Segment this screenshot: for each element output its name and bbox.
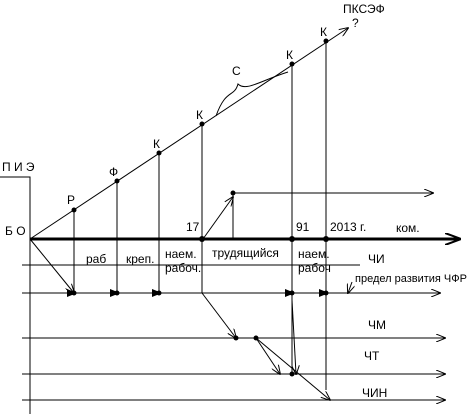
point-label-k2: К: [196, 108, 203, 122]
dot-chm-1: [233, 335, 239, 341]
axis-label-17: 17: [186, 220, 200, 234]
title-pksef: ПКСЭФ: [343, 2, 385, 16]
point-label-f: Ф: [109, 165, 118, 179]
upper-branch-diag: [202, 197, 233, 240]
stage-label-naem2-line2: рабоч: [298, 261, 331, 275]
stage-label-naem1-line2: рабоч.: [165, 261, 201, 275]
stage-label-naem1-line1: наем.: [165, 247, 197, 261]
chain-k3-to-cht: [291, 299, 296, 374]
row-label-chi: ЧИ: [368, 252, 385, 266]
bo-to-r-arrow: [29, 238, 74, 293]
stage-label-rab: раб: [86, 252, 106, 266]
axis-label-2013: 2013 г.: [330, 220, 366, 234]
dot-cht: [289, 371, 295, 377]
dot-91: [289, 236, 295, 242]
chain-chm-to-chin: [255, 337, 330, 400]
dot-k4: [323, 38, 329, 44]
dot-2013: [323, 236, 329, 242]
chain-chm-to-cht: [255, 337, 280, 374]
point-label-k3: К: [286, 48, 293, 62]
axis-label-kom: ком.: [396, 221, 420, 235]
dot-chfr-r: [71, 290, 77, 296]
dot-k1: [156, 150, 162, 156]
dot-17: [199, 236, 205, 242]
pie-bracket-line: [0, 176, 31, 414]
row-label-chm: ЧМ: [368, 318, 386, 332]
diagonal-progress-line: [29, 28, 348, 240]
dot-chfr-k3: [289, 290, 295, 296]
dot-f: [114, 178, 120, 184]
dot-chfr-k4: [323, 290, 329, 296]
stage-label-naem2-line1: наем.: [298, 247, 330, 261]
stage-label-trud: трудящийся: [212, 246, 279, 260]
dot-chm-2: [253, 335, 259, 341]
point-label-r: Р: [67, 193, 75, 207]
dot-k3: [289, 61, 295, 67]
dot-chfr-k1: [156, 290, 162, 296]
title-question: ?: [352, 16, 359, 30]
axis-label-91: 91: [296, 220, 310, 234]
chain-chfr-to-chm: [201, 292, 236, 338]
c-curve: [215, 71, 289, 117]
chfr-label-arrow: [348, 281, 352, 293]
label-pie: П И Э: [2, 160, 35, 174]
label-bo: Б О: [5, 224, 26, 238]
row-label-chin: ЧИН: [362, 386, 387, 400]
point-label-c: С: [232, 64, 241, 78]
row-label-chfr: предел развития ЧФР: [355, 273, 467, 285]
point-label-k1: К: [153, 137, 160, 151]
point-label-k4: К: [320, 25, 327, 39]
stage-label-krep: креп.: [126, 252, 154, 266]
row-label-cht: ЧТ: [364, 349, 380, 363]
dot-r: [71, 207, 77, 213]
dot-upper: [230, 190, 236, 196]
dot-k2: [199, 121, 205, 127]
dot-chfr-f: [114, 290, 120, 296]
